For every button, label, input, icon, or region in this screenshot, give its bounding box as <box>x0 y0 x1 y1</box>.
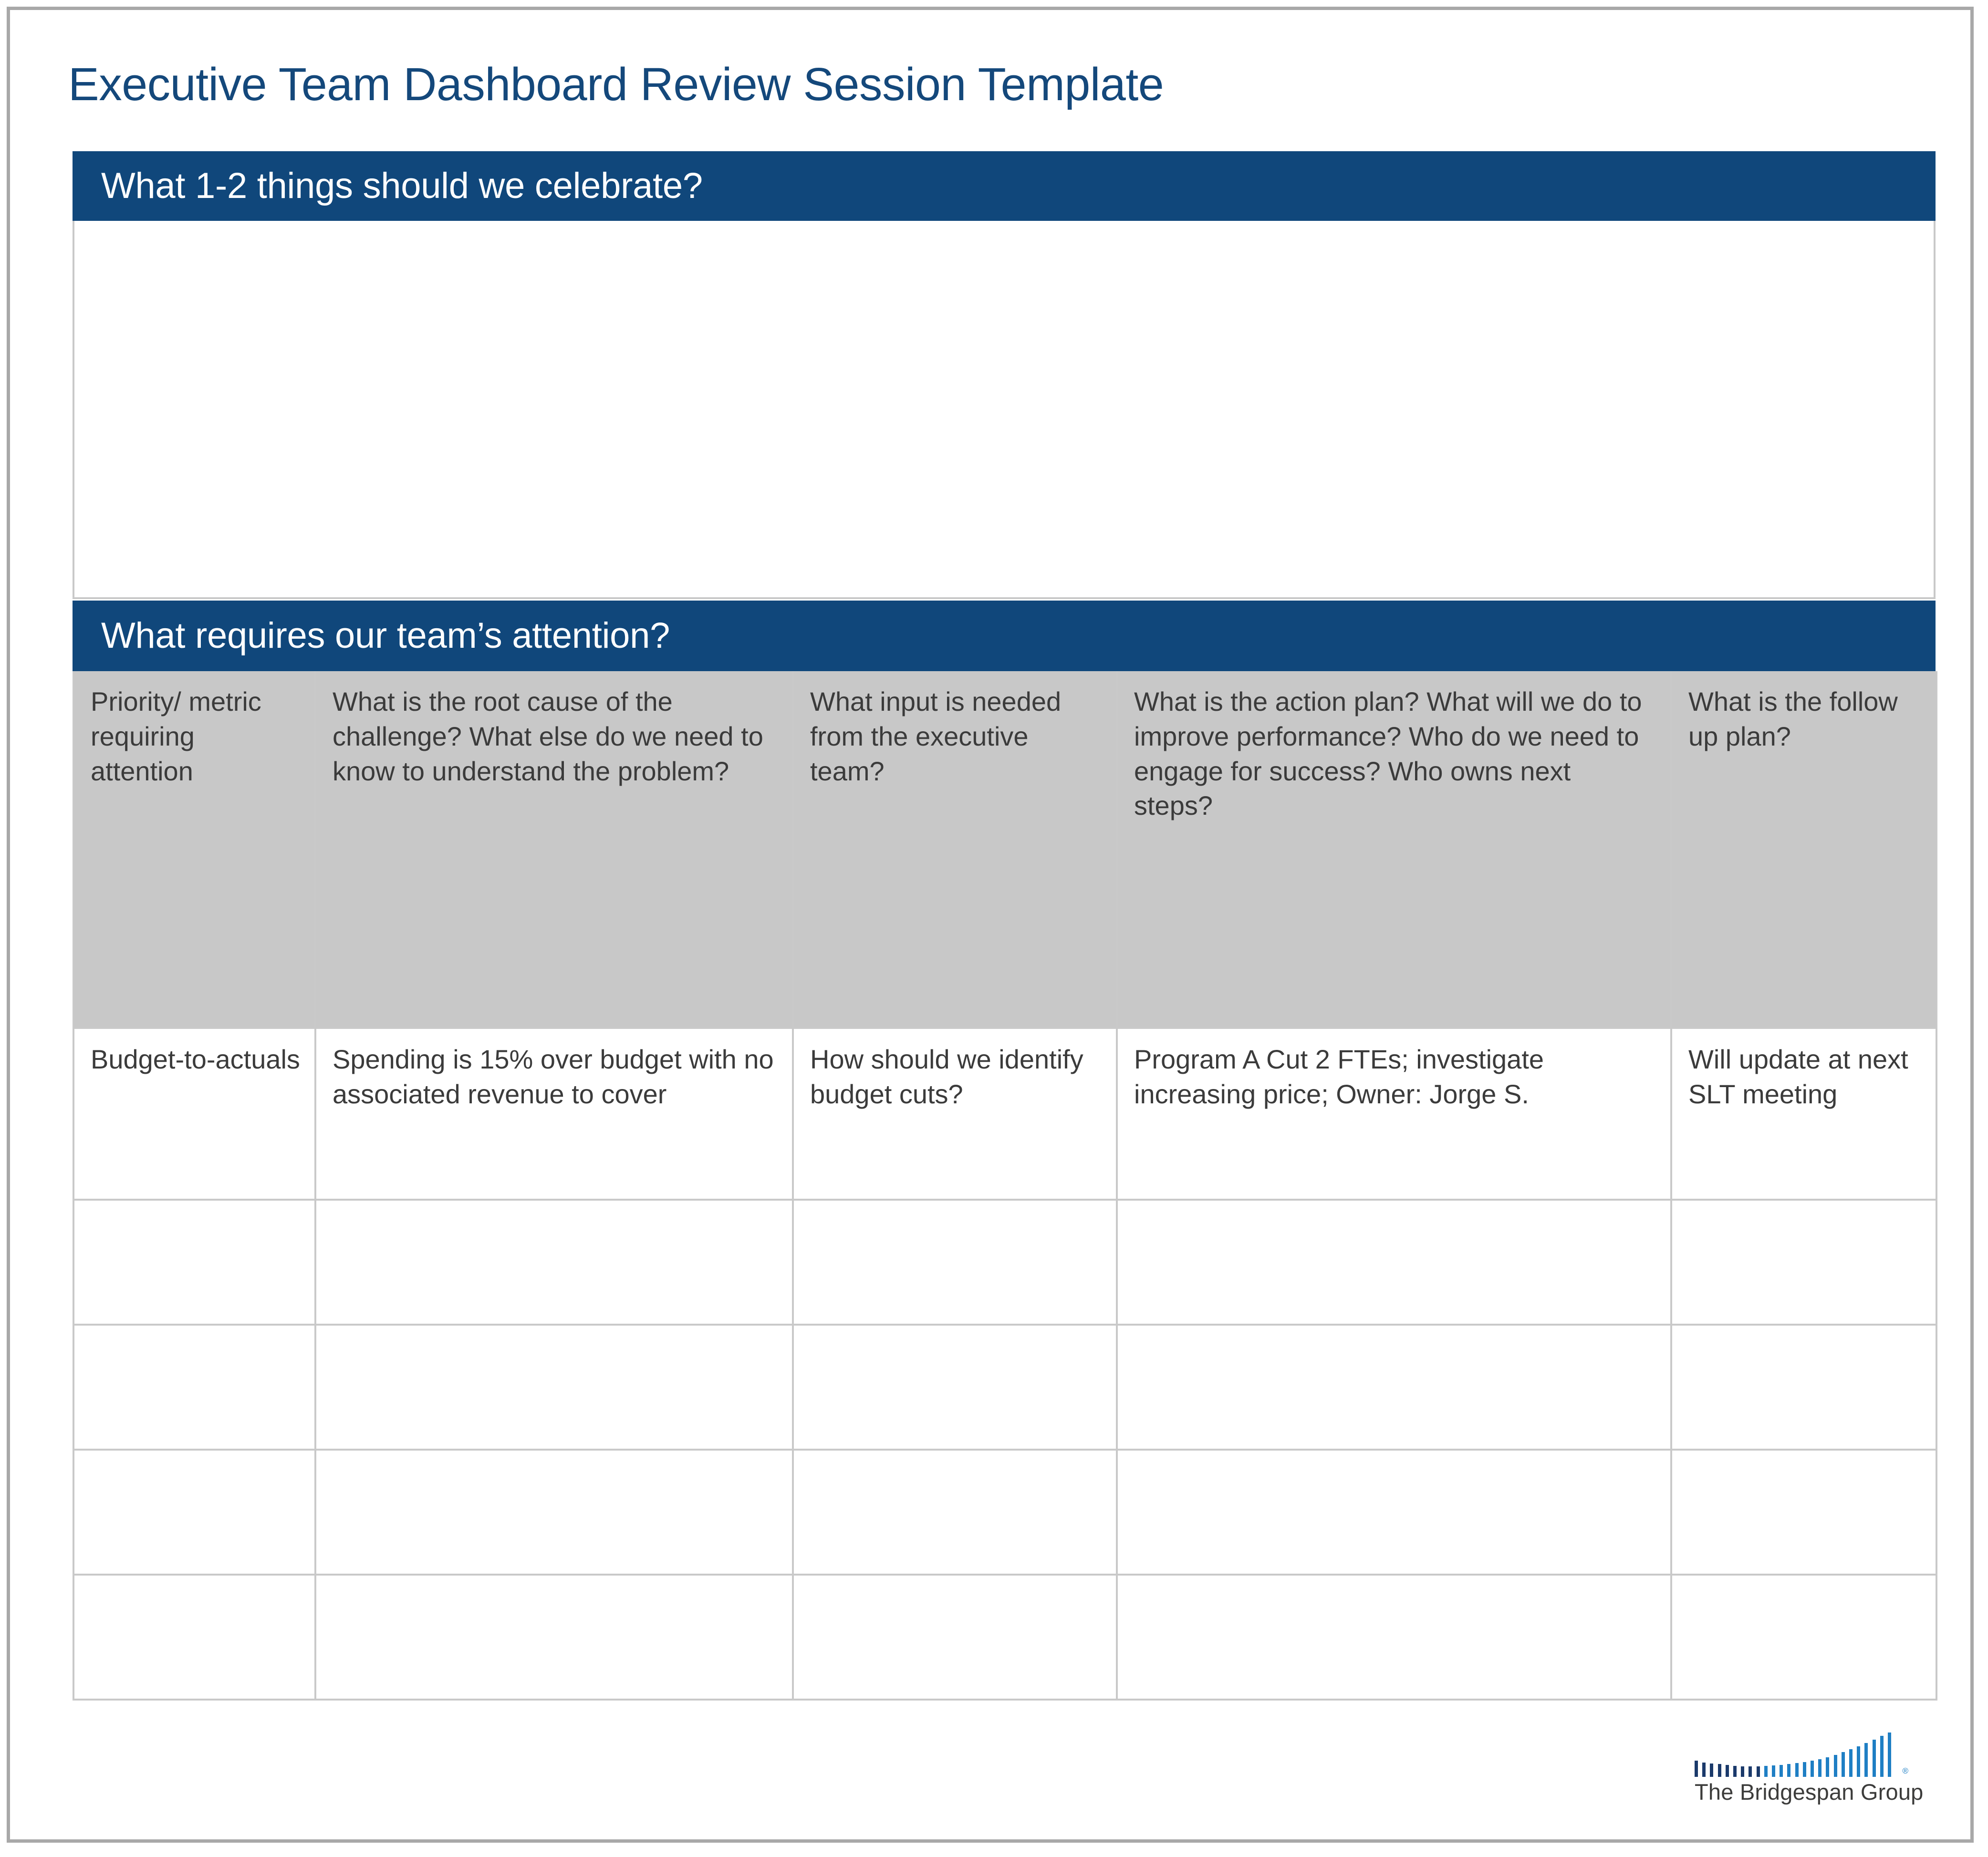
logo-wordmark: The Bridgespan Group <box>1695 1779 1924 1805</box>
cell-priority-metric[interactable] <box>73 1324 316 1451</box>
table-row <box>73 1324 1937 1451</box>
logo-bar <box>1710 1764 1714 1777</box>
column-header-priority-metric: Priority/ metric requiring attention <box>73 671 316 1029</box>
table-row <box>73 1449 1937 1576</box>
cell-root-cause[interactable] <box>314 1199 794 1326</box>
column-header-action-plan: What is the action plan? What will we do… <box>1116 671 1672 1029</box>
cell-input-needed[interactable] <box>792 1324 1118 1451</box>
cell-root-cause[interactable] <box>314 1324 794 1451</box>
logo-bar <box>1818 1759 1822 1777</box>
cell-input-needed[interactable]: How should we identify budget cuts? <box>792 1027 1118 1201</box>
page-title: Executive Team Dashboard Review Session … <box>68 58 1164 110</box>
cell-root-cause[interactable] <box>314 1574 794 1701</box>
cell-priority-metric[interactable] <box>73 1449 316 1576</box>
logo-bar <box>1787 1764 1791 1777</box>
cell-priority-metric[interactable] <box>73 1199 316 1326</box>
logo-bar <box>1864 1743 1868 1777</box>
logo-bar <box>1841 1752 1845 1777</box>
cell-priority-metric[interactable] <box>73 1574 316 1701</box>
section-header-attention: What requires our team’s attention? <box>73 601 1936 671</box>
logo-bar <box>1780 1765 1783 1777</box>
registered-trademark-icon: ® <box>1902 1766 1908 1775</box>
logo-bar <box>1749 1766 1752 1777</box>
cell-follow-up-plan[interactable] <box>1670 1199 1937 1326</box>
logo-bar <box>1888 1733 1891 1777</box>
logo-bar <box>1811 1761 1814 1777</box>
cell-root-cause[interactable] <box>314 1449 794 1576</box>
cell-follow-up-plan[interactable] <box>1670 1324 1937 1451</box>
logo-bar <box>1725 1765 1729 1777</box>
cell-follow-up-plan[interactable] <box>1670 1449 1937 1576</box>
logo-bar <box>1717 1764 1721 1777</box>
cell-action-plan[interactable] <box>1116 1324 1672 1451</box>
column-header-follow-up-plan: What is the follow up plan? <box>1670 671 1937 1029</box>
logo-bar <box>1826 1757 1830 1777</box>
logo-bar <box>1849 1749 1853 1777</box>
cell-input-needed[interactable] <box>792 1199 1118 1326</box>
cell-follow-up-plan[interactable] <box>1670 1574 1937 1701</box>
table-header-row: Priority/ metric requiring attention Wha… <box>73 671 1937 1029</box>
logo-bar <box>1857 1746 1861 1777</box>
table-row <box>73 1199 1937 1326</box>
ascending-bars-icon: ® <box>1695 1731 1908 1777</box>
logo-bar <box>1741 1766 1745 1777</box>
logo-bar <box>1764 1766 1768 1777</box>
logo-bar <box>1872 1740 1876 1777</box>
logo-bar <box>1695 1761 1698 1777</box>
logo-bar <box>1880 1736 1884 1777</box>
logo-bar <box>1702 1763 1706 1777</box>
cell-input-needed[interactable] <box>792 1574 1118 1701</box>
column-header-input-needed: What input is needed from the executive … <box>792 671 1118 1029</box>
table-row: Budget-to-actuals Spending is 15% over b… <box>73 1027 1937 1201</box>
cell-action-plan[interactable]: Program A Cut 2 FTEs; investigate increa… <box>1116 1027 1672 1201</box>
attention-table: Priority/ metric requiring attention Wha… <box>73 671 1937 1701</box>
section-header-celebrate: What 1-2 things should we celebrate? <box>73 151 1936 221</box>
bridgespan-logo: ® The Bridgespan Group <box>1695 1731 1924 1822</box>
slide-page: Executive Team Dashboard Review Session … <box>7 7 1974 1843</box>
celebrate-response-area[interactable] <box>73 221 1936 599</box>
cell-follow-up-plan[interactable]: Will update at next SLT meeting <box>1670 1027 1937 1201</box>
cell-root-cause[interactable]: Spending is 15% over budget with no asso… <box>314 1027 794 1201</box>
column-header-root-cause: What is the root cause of the challenge?… <box>314 671 794 1029</box>
cell-action-plan[interactable] <box>1116 1199 1672 1326</box>
logo-bar <box>1795 1763 1799 1777</box>
cell-action-plan[interactable] <box>1116 1574 1672 1701</box>
logo-bar <box>1802 1762 1806 1777</box>
cell-input-needed[interactable] <box>792 1449 1118 1576</box>
table-row <box>73 1574 1937 1701</box>
logo-bar <box>1756 1766 1760 1777</box>
logo-bar <box>1772 1765 1775 1777</box>
logo-bar <box>1833 1755 1837 1777</box>
logo-bar <box>1733 1766 1737 1777</box>
cell-action-plan[interactable] <box>1116 1449 1672 1576</box>
cell-priority-metric[interactable]: Budget-to-actuals <box>73 1027 316 1201</box>
